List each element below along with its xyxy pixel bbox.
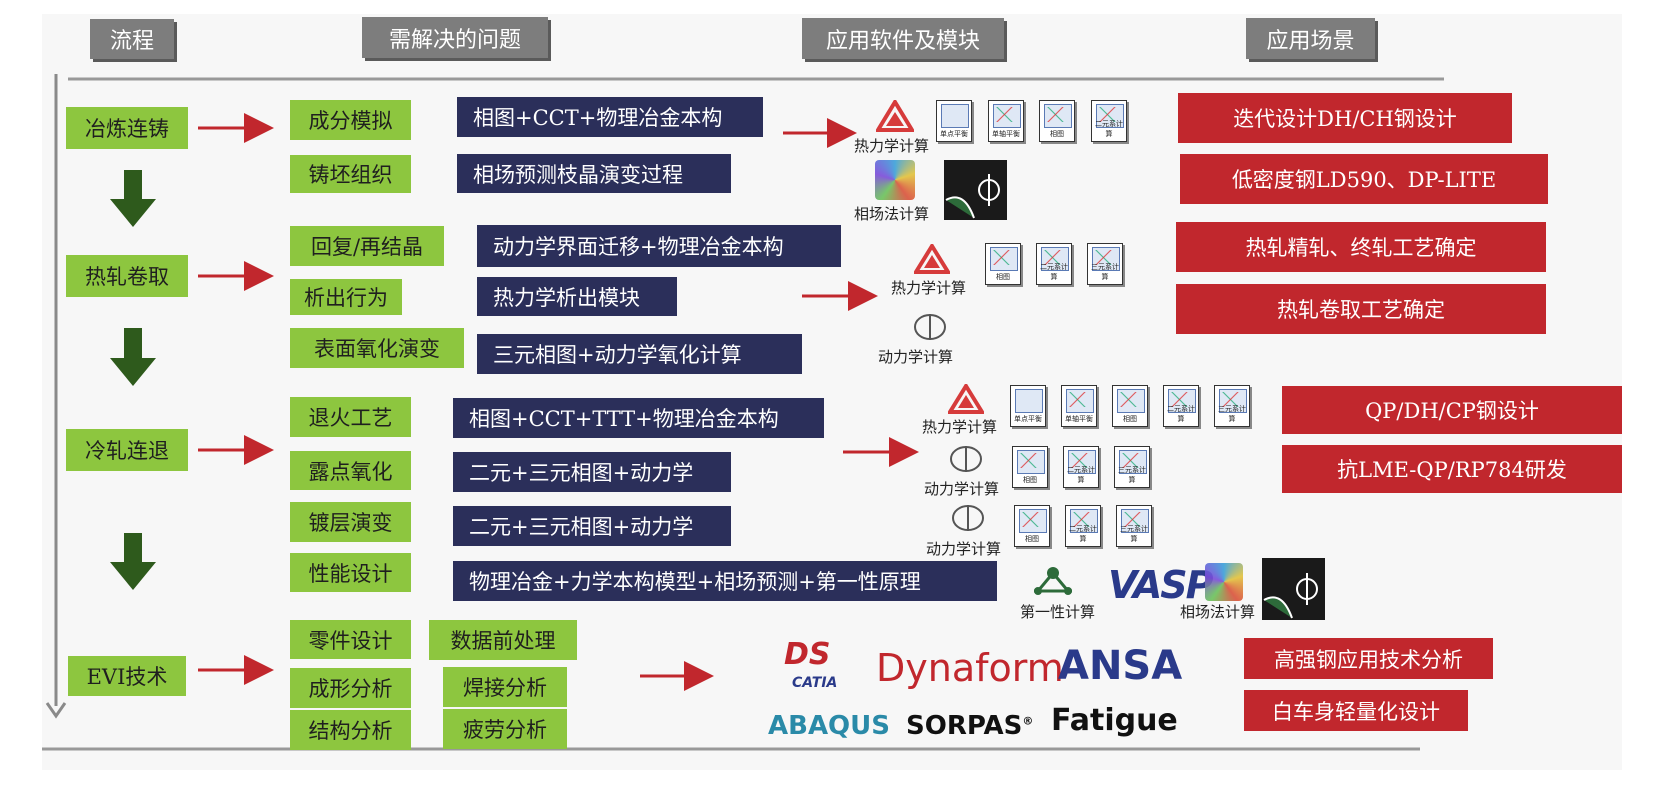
- method-phase-cct-ttt: 相图+CCT+TTT+物理冶金本构: [453, 398, 824, 438]
- thermocalc-icon-3: [946, 382, 986, 414]
- thermocalc-icon-2: [912, 242, 952, 274]
- method-binary-ternary-2: 二元+三元相图+动力学: [453, 506, 731, 546]
- method-ternary-oxidation: 三元相图+动力学氧化计算: [477, 334, 802, 374]
- catia-logo: DS CATIA: [784, 637, 838, 691]
- phase-diagram-icon-5: 相图: [1014, 505, 1050, 547]
- phase-diagram-icon-4: 相图: [1012, 446, 1048, 488]
- binary-calc-icon-3: 二元系计算: [1163, 385, 1199, 427]
- thermocalc-icon: [874, 98, 916, 132]
- problem-property-design: 性能设计: [290, 553, 411, 592]
- problem-part-design: 零件设计: [290, 620, 411, 659]
- label-first-principles: 第一性计算: [1020, 603, 1096, 621]
- step-calc-icon-3: 单轴平衡: [1061, 385, 1097, 427]
- problem-dew-point-oxidation: 露点氧化: [290, 451, 411, 490]
- scenario-finish-rolling: 热轧精轧、终轧工艺确定: [1176, 222, 1546, 272]
- method-binary-ternary-1: 二元+三元相图+动力学: [453, 452, 731, 492]
- dictra-icon-3: [950, 503, 986, 533]
- binary-calc-icon-5: 二元系计算: [1065, 505, 1101, 547]
- label-thermo-3: 热力学计算: [922, 418, 998, 436]
- problem-forming-analysis: 成形分析: [290, 668, 411, 708]
- header-scenarios: 应用场景: [1246, 18, 1375, 59]
- ternary-calc-icon-4: 三元系计算: [1114, 446, 1150, 488]
- problem-surface-oxidation: 表面氧化演变: [290, 328, 464, 368]
- single-point-icon-3: 单点平衡: [1010, 385, 1046, 427]
- sorpas-logo: SORPAS®: [906, 711, 1034, 741]
- problem-welding-analysis: 焊接分析: [443, 667, 567, 707]
- label-kinetics-3: 动力学计算: [926, 540, 1002, 558]
- problem-data-preprocessing: 数据前处理: [429, 620, 577, 660]
- binary-calc-icon-4: 二元系计算: [1063, 446, 1099, 488]
- method-first-principles: 物理冶金+力学本构模型+相场预测+第一性原理: [453, 561, 997, 601]
- problem-recrystallization: 回复/再结晶: [290, 226, 444, 266]
- label-kinetics-2: 动力学计算: [924, 480, 1000, 498]
- phase-diagram-icon: 相图: [1039, 100, 1075, 142]
- label-phase-field-2: 相场法计算: [1180, 603, 1256, 621]
- abaqus-logo: ABAQUS: [768, 711, 891, 741]
- problem-precipitation: 析出行为: [290, 279, 402, 315]
- ansa-logo: ANSA: [1058, 643, 1183, 689]
- down-arrow-1: [110, 170, 156, 227]
- ternary-calc-icon-2: 三元系计算: [1087, 243, 1123, 285]
- binary-calc-icon-2: 二元系计算: [1036, 243, 1072, 285]
- problem-coating-evolution: 镀层演变: [290, 502, 411, 542]
- problem-annealing: 退火工艺: [290, 397, 411, 437]
- scenario-qp-dh-cp: QP/DH/CP钢设计: [1282, 386, 1622, 434]
- ternary-calc-icon-5: 三元系计算: [1116, 505, 1152, 547]
- down-arrow-3: [110, 533, 156, 590]
- method-dendrite-phase-field: 相场预测枝晶演变过程: [457, 154, 731, 193]
- stage-hot-rolling: 热轧卷取: [66, 255, 188, 297]
- dynaform-logo: Dynaform: [876, 646, 1064, 690]
- scenario-low-density: 低密度钢LD590、DP-LITE: [1180, 154, 1548, 204]
- problem-composition-sim: 成分模拟: [290, 100, 411, 140]
- binary-calc-icon: 二元系计算: [1091, 100, 1127, 142]
- stage-smelting: 冶炼连铸: [66, 107, 188, 149]
- header-problems: 需解决的问题: [362, 17, 548, 58]
- method-precipitation-module: 热力学析出模块: [477, 277, 677, 316]
- dictra-icon: [912, 312, 948, 342]
- label-thermo-2: 热力学计算: [891, 279, 967, 297]
- timeline-arrowhead: [45, 702, 67, 719]
- phase-diagram-icon-3: 相图: [1112, 385, 1148, 427]
- ternary-calc-icon-3: 三元系计算: [1214, 385, 1250, 427]
- phase-diagram-icon-2: 相图: [985, 243, 1021, 285]
- header-software: 应用软件及模块: [802, 18, 1004, 59]
- header-process: 流程: [90, 19, 174, 59]
- problem-structure-analysis: 结构分析: [290, 710, 411, 750]
- step-calc-icon: 单轴平衡: [988, 100, 1024, 142]
- stage-evi: EVI技术: [68, 656, 186, 696]
- method-phase-cct: 相图+CCT+物理冶金本构: [457, 97, 763, 137]
- single-point-icon: 单点平衡: [936, 100, 972, 142]
- phase-field-microstructure-icon: [875, 160, 915, 200]
- scenario-dh-ch: 迭代设计DH/CH钢设计: [1178, 93, 1512, 143]
- vasp-logo: VASP: [1108, 563, 1213, 607]
- dictra-icon-2: [948, 444, 984, 474]
- problem-slab-structure: 铸坯组织: [290, 155, 411, 193]
- phase-field-microstructure-icon-2: [1205, 563, 1243, 601]
- scenario-coiling: 热轧卷取工艺确定: [1176, 284, 1546, 334]
- label-kinetics-1: 动力学计算: [878, 348, 954, 366]
- fatigue-logo: Fatigue: [1051, 703, 1178, 738]
- micress-logo-icon-2: [1262, 558, 1325, 620]
- stage-cold-rolling: 冷轧连退: [66, 429, 188, 471]
- micress-logo-icon: [944, 160, 1007, 220]
- label-thermo-1: 热力学计算: [854, 137, 930, 155]
- scenario-hss-application: 高强钢应用技术分析: [1244, 638, 1493, 679]
- scenario-anti-lme: 抗LME-QP/RP784研发: [1282, 445, 1622, 493]
- first-principles-icon: [1030, 561, 1076, 599]
- down-arrow-2: [110, 328, 156, 386]
- problem-fatigue-analysis: 疲劳分析: [443, 709, 567, 749]
- method-interface-migration: 动力学界面迁移+物理冶金本构: [477, 225, 841, 267]
- scenario-biw-lightweight: 白车身轻量化设计: [1244, 690, 1468, 731]
- label-phase-field-1: 相场法计算: [854, 205, 930, 223]
